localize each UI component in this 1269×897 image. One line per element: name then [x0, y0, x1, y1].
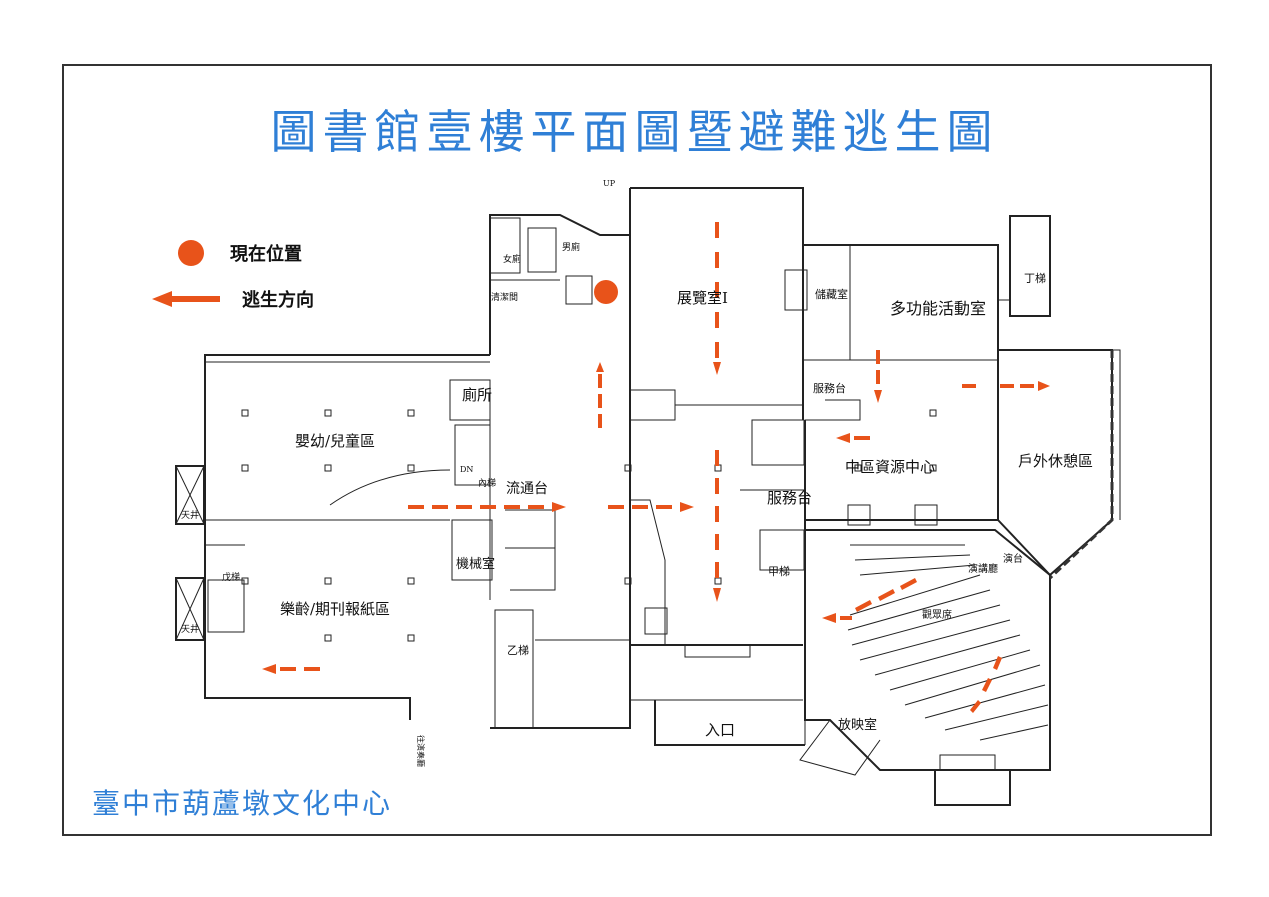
legend-escape-direction-label: 逃生方向: [242, 290, 314, 311]
label-circulation-desk: 流通台: [506, 481, 548, 497]
label-storage: 儲藏室: [815, 287, 848, 301]
label-dn: DN: [460, 465, 473, 474]
current-location-marker: [594, 280, 618, 304]
label-periodicals: 樂齡/期刊報紙區: [280, 600, 390, 618]
legend-current-location: 現在位置: [150, 240, 302, 266]
label-elevator-yi: 乙梯: [507, 644, 529, 657]
label-elevator-ding: 丁梯: [1024, 272, 1046, 285]
label-mens: 男廁: [562, 241, 580, 253]
label-skylight-2: 天井: [181, 623, 199, 635]
map-frame: [62, 64, 1212, 836]
map-footer: 臺中市葫蘆墩文化中心: [92, 787, 393, 820]
label-internal: 內梯: [478, 477, 496, 489]
label-elevator-wu: 戊梯: [222, 571, 240, 583]
legend: 現在位置 逃生方向: [150, 222, 380, 332]
label-projection-room: 放映室: [838, 717, 877, 733]
label-children-area: 嬰幼/兒童區: [295, 432, 375, 450]
label-service-desk: 服務台: [767, 489, 812, 507]
label-entrance: 入口: [705, 721, 735, 739]
label-toilet: 廁所: [462, 386, 492, 404]
label-machine-room: 機械室: [456, 556, 495, 572]
label-auditorium: 觀眾席: [922, 608, 952, 621]
label-elevator-jia: 甲梯: [768, 565, 790, 578]
current-location-marker-icon: [178, 240, 204, 266]
label-skylight-1: 天井: [181, 509, 199, 521]
label-stage: 演台: [1003, 552, 1023, 565]
map-title: 圖書館壹樓平面圖暨避難逃生圖: [270, 105, 999, 159]
legend-escape-direction: 逃生方向: [150, 286, 314, 312]
label-exhibition-room: 展覽室Ⅰ: [677, 289, 728, 307]
label-service-desk-east: 服務台: [813, 381, 846, 395]
escape-arrow-icon: [152, 291, 220, 307]
label-resource-center: 中區資源中心: [845, 458, 935, 476]
label-multipurpose-room: 多功能活動室: [890, 299, 986, 318]
legend-current-location-label: 現在位置: [230, 244, 302, 265]
label-lecture-hall: 演講廳: [968, 562, 998, 575]
label-cleaning: 清潔間: [491, 291, 518, 303]
label-womens: 女廁: [503, 253, 521, 265]
escape-routes: [262, 222, 1050, 713]
label-to-outside: 往演奏廳: [416, 735, 426, 767]
label-outdoor-rest: 戶外休憩區: [1018, 452, 1093, 470]
label-up-north: UP: [603, 179, 616, 188]
